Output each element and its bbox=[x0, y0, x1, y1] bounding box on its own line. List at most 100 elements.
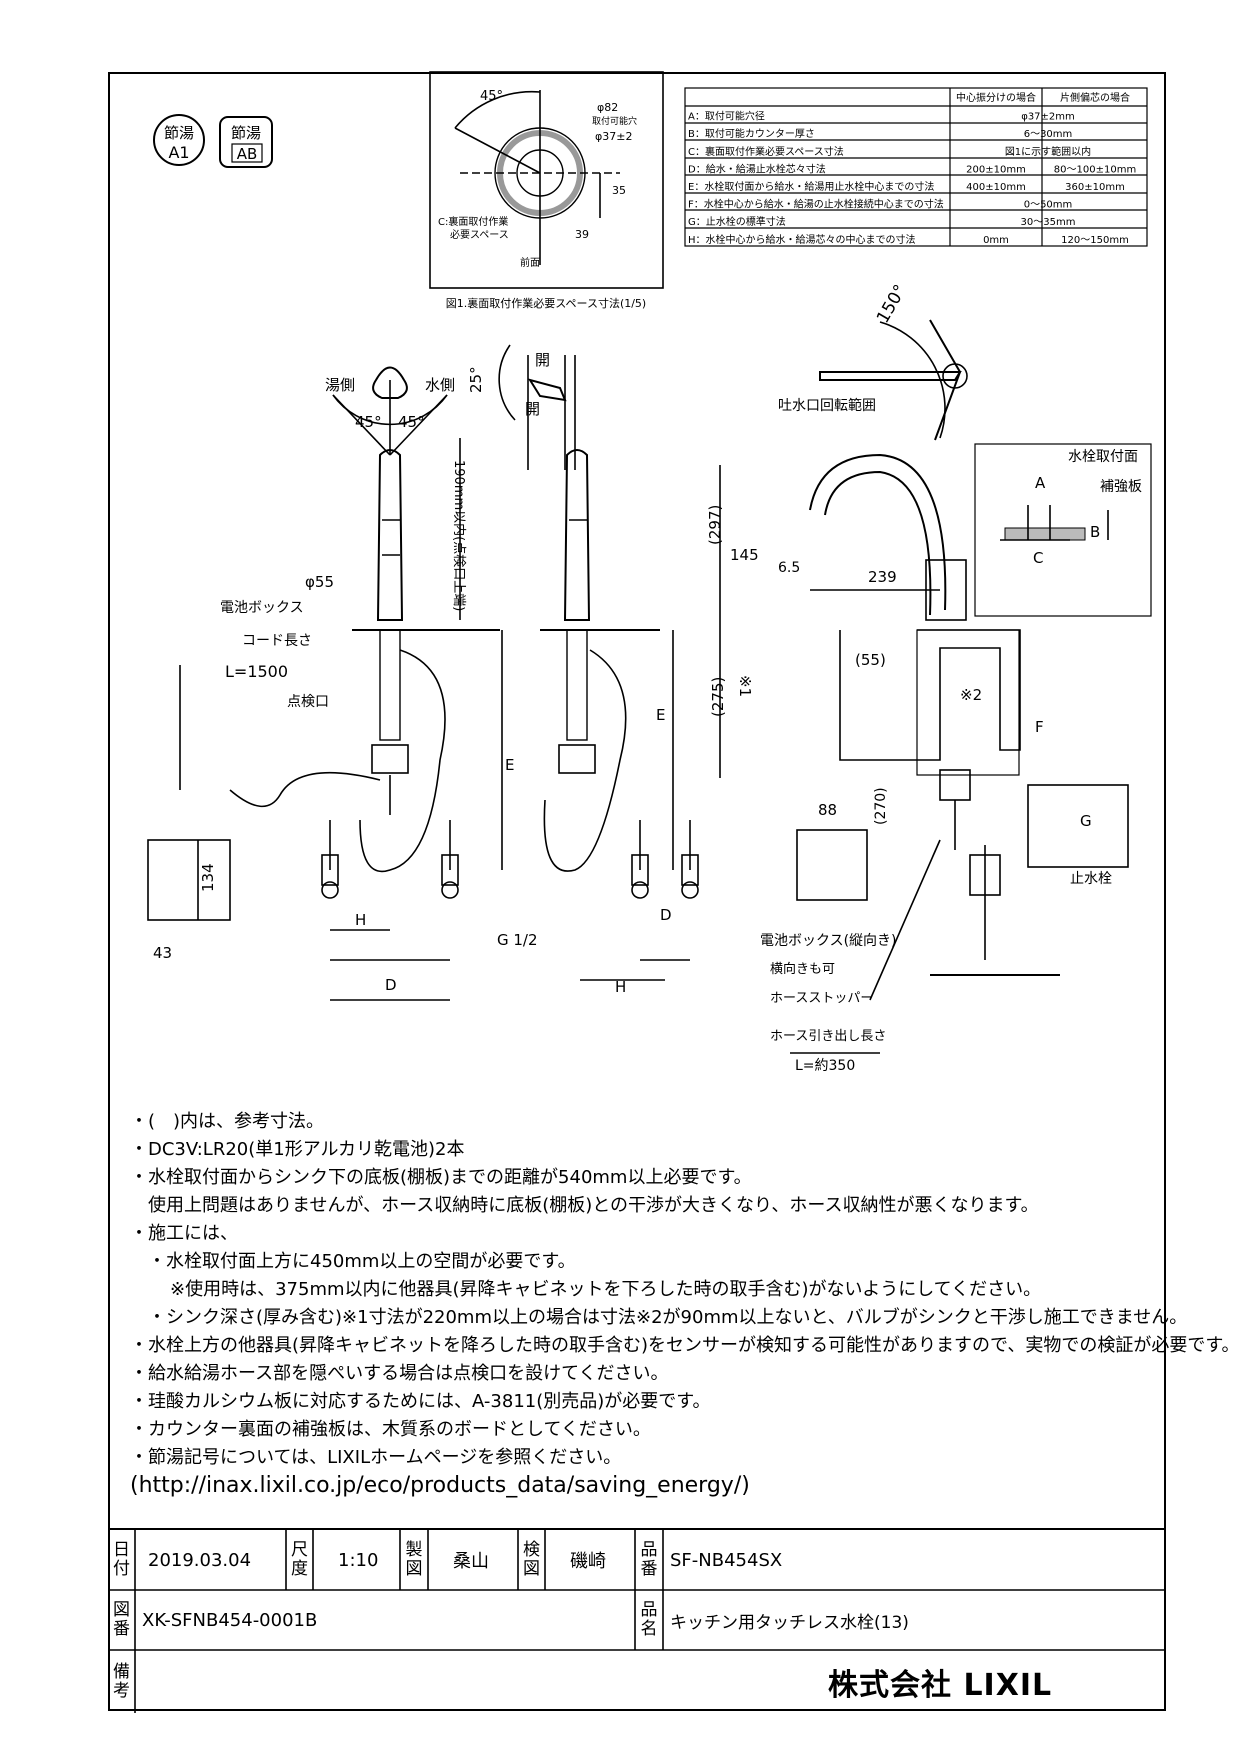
svg-text:H: H bbox=[615, 978, 626, 996]
svg-text:F: F bbox=[1035, 718, 1044, 736]
svg-text:吐水口回転範囲: 吐水口回転範囲 bbox=[778, 397, 876, 414]
scale-label: 尺度 bbox=[291, 1540, 308, 1579]
spec-table-cell: 6～30mm bbox=[1024, 129, 1073, 140]
svg-text:必要スペース: 必要スペース bbox=[450, 228, 509, 241]
svg-text:E: E bbox=[505, 756, 514, 774]
checked-value: 磯崎 bbox=[570, 1551, 606, 1572]
svg-text:C: C bbox=[1033, 549, 1043, 567]
svg-text:φ37±2: φ37±2 bbox=[595, 130, 632, 143]
product-no-label: 品番 bbox=[640, 1540, 658, 1579]
svg-text:(275): (275) bbox=[709, 677, 727, 717]
scale-value: 1:10 bbox=[338, 1549, 379, 1571]
product-name-label: 品名 bbox=[640, 1600, 658, 1639]
svg-text:電池ボックス: 電池ボックス bbox=[220, 600, 304, 616]
figure-1-work-space: 45° φ82 取付可能穴 φ37±2 35 39 C:裏面取付作業 必要スペー… bbox=[429, 71, 664, 310]
svg-text:L=1500: L=1500 bbox=[225, 662, 288, 681]
side-view-right: 145 (297) 6.5 239 (275) (55) ※1 ※2 F G 止… bbox=[706, 446, 1129, 1074]
svg-text:H: H bbox=[355, 911, 366, 929]
svg-text:開: 開 bbox=[525, 400, 540, 418]
spec-table-cell: φ37±2mm bbox=[1021, 112, 1075, 123]
spec-table-cell: F：水栓中心から給水・給湯の止水栓接続中心までの寸法 bbox=[688, 198, 944, 211]
drawing-frame bbox=[108, 72, 1166, 1711]
spec-table-cell: 400±10mm bbox=[966, 182, 1026, 193]
handle-top-view: 湯側 水側 45° 45° bbox=[325, 366, 455, 456]
notes: ・( )内は、参考寸法。 ・DC3V:LR20(単1形アルカリ乾電池)2本 ・水… bbox=[130, 1108, 1240, 1500]
svg-text:図1.裏面取付作業必要スペース寸法(1/5): 図1.裏面取付作業必要スペース寸法(1/5) bbox=[446, 296, 646, 310]
drawing-no-value: XK-SFNB454-0001B bbox=[142, 1609, 318, 1631]
spec-table-cell: 0mm bbox=[983, 235, 1009, 246]
spec-table-cell: G：止水栓の標準寸法 bbox=[688, 215, 786, 228]
spec-table-cell: 30～35mm bbox=[1021, 217, 1076, 228]
svg-text:45°: 45° bbox=[398, 413, 425, 431]
svg-text:190mm以内(点検口上端): 190mm以内(点検口上端) bbox=[451, 460, 467, 611]
svg-text:ホース引き出し長さ: ホース引き出し長さ bbox=[770, 1029, 886, 1044]
svg-text:横向きも可: 横向きも可 bbox=[770, 961, 835, 977]
note: ・シンク深さ(厚み含む)※1寸法が220mm以上の場合は寸法※2が90mm以上な… bbox=[148, 1307, 1188, 1328]
spec-table-cell: C：裏面取付作業必要スペース寸法 bbox=[688, 145, 844, 158]
product-name-value: キッチン用タッチレス水栓(13) bbox=[670, 1612, 909, 1633]
svg-text:(55): (55) bbox=[855, 651, 886, 669]
front-view-middle: E D H bbox=[540, 449, 699, 996]
svg-text:39: 39 bbox=[575, 228, 589, 241]
spec-table-cell: B：取付可能カウンター厚さ bbox=[688, 127, 815, 140]
svg-text:D: D bbox=[385, 976, 397, 994]
note-url: (http://inax.lixil.co.jp/eco/products_da… bbox=[130, 1473, 750, 1498]
note: ・節湯記号については、LIXILホームページを参照ください。 bbox=[130, 1447, 622, 1468]
svg-text:節湯: 節湯 bbox=[164, 124, 194, 142]
note: ※使用時は、375mm以内に他器具(昇降キャビネットを下ろした時の取手含む)がな… bbox=[170, 1279, 1042, 1300]
svg-text:電池ボックス(縦向き): 電池ボックス(縦向き) bbox=[760, 933, 897, 949]
date-value: 2019.03.04 bbox=[148, 1549, 252, 1571]
note: ・珪酸カルシウム板に対応するためには、A-3811(別売品)が必要です。 bbox=[130, 1391, 711, 1412]
spec-table-cell: 120～150mm bbox=[1061, 235, 1129, 246]
svg-text:中心振分けの場合: 中心振分けの場合 bbox=[956, 91, 1036, 104]
saving-badge-a1: 節湯 A1 bbox=[153, 114, 205, 166]
note: ・水栓取付面からシンク下の底板(棚板)までの距離が540mm以上必要です。 bbox=[130, 1167, 752, 1188]
saving-badge-ab: 節湯 AB bbox=[219, 116, 273, 168]
note: ・カウンター裏面の補強板は、木質系のボードとしてください。 bbox=[130, 1419, 651, 1440]
date-label: 日付 bbox=[113, 1540, 130, 1579]
svg-text:取付可能穴: 取付可能穴 bbox=[592, 115, 637, 127]
svg-text:C:裏面取付作業: C:裏面取付作業 bbox=[438, 215, 508, 228]
svg-text:G: G bbox=[1080, 812, 1092, 830]
spec-table-cell: 200±10mm bbox=[966, 164, 1026, 175]
svg-text:G 1/2: G 1/2 bbox=[497, 931, 538, 949]
svg-text:88: 88 bbox=[818, 801, 837, 819]
spec-table-cell: E：水栓取付面から給水・給湯用止水栓中心までの寸法 bbox=[688, 180, 934, 193]
svg-text:35: 35 bbox=[612, 184, 626, 197]
spec-table-cell: 80～100±10mm bbox=[1054, 164, 1136, 175]
svg-text:節湯: 節湯 bbox=[231, 124, 261, 142]
note: ・水栓上方の他器具(昇降キャビネットを降ろした時の取手含む)をセンサーが検知する… bbox=[130, 1335, 1240, 1356]
svg-text:E: E bbox=[656, 706, 665, 724]
svg-text:コード長さ: コード長さ bbox=[242, 633, 312, 649]
svg-text:(270): (270) bbox=[873, 787, 889, 825]
drawn-value: 桑山 bbox=[453, 1551, 489, 1572]
svg-text:L=約350: L=約350 bbox=[795, 1058, 855, 1074]
svg-text:点検口: 点検口 bbox=[287, 694, 329, 710]
front-view-left: 190mm以内(点検口上端) φ55 電池ボックス コード長さ L=1500 点… bbox=[147, 438, 538, 1001]
svg-text:6.5: 6.5 bbox=[778, 560, 800, 576]
svg-text:φ55: φ55 bbox=[305, 573, 334, 591]
svg-text:A1: A1 bbox=[168, 143, 189, 162]
svg-text:ホースストッパー: ホースストッパー bbox=[770, 991, 873, 1006]
spec-table-cell: A：取付可能穴径 bbox=[688, 110, 765, 123]
svg-text:AB: AB bbox=[237, 145, 258, 163]
svg-text:43: 43 bbox=[153, 944, 172, 962]
svg-text:45°: 45° bbox=[355, 413, 382, 431]
svg-text:134: 134 bbox=[199, 863, 217, 892]
spec-table-cell: 0～50mm bbox=[1024, 200, 1073, 211]
mount-detail: 水栓取付面 補強板 A B C bbox=[974, 443, 1152, 617]
svg-text:150°: 150° bbox=[873, 281, 911, 326]
lever-side-view: 25° 開 開 bbox=[467, 344, 576, 470]
svg-text:B: B bbox=[1090, 523, 1100, 541]
note: ・施工には、 bbox=[130, 1223, 238, 1244]
spec-table-cell: 360±10mm bbox=[1065, 182, 1125, 193]
svg-text:※2: ※2 bbox=[960, 686, 982, 704]
svg-text:A: A bbox=[1035, 474, 1046, 492]
svg-text:湯側: 湯側 bbox=[325, 376, 355, 394]
company-name: 株式会社 LIXIL bbox=[828, 1667, 1053, 1703]
spec-table-cell: D：給水・給湯止水栓芯々寸法 bbox=[688, 162, 826, 175]
svg-text:145: 145 bbox=[730, 546, 759, 564]
svg-text:45°: 45° bbox=[480, 89, 503, 104]
svg-text:25°: 25° bbox=[467, 366, 485, 393]
